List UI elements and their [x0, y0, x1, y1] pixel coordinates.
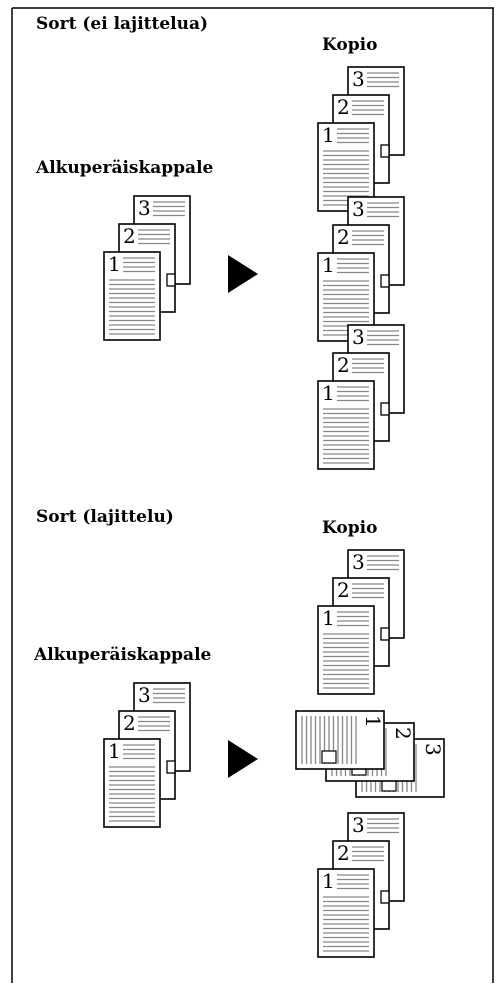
section-2-copy-set-1-page-1: 1 — [317, 605, 375, 695]
section-2-original-stack-page-2-number: 2 — [123, 711, 136, 735]
section-2-original-stack-page-3-number: 3 — [138, 683, 151, 707]
section-2-copy-set-2-page-3-number: 3 — [421, 743, 445, 756]
section-2-original-stack: 321 — [103, 682, 191, 828]
section-2-copy-set-3-page-2-number: 2 — [337, 841, 350, 865]
section-2-copy-label: Kopio — [322, 518, 378, 538]
section-1-copy-set-3-page-1: 1 — [317, 380, 375, 470]
section-1-original-stack-page-1: 1 — [103, 251, 161, 341]
section-2-copy-set-2-page-2-number: 2 — [391, 727, 415, 740]
section-1-copy-set-2-page-2-number: 2 — [337, 225, 350, 249]
section-2-copy-set-2: 321 — [295, 710, 445, 798]
section-1-copy-set-1-page-1-number: 1 — [322, 123, 335, 147]
section-2-original-label: Alkuperäiskappale — [34, 645, 212, 665]
section-2-original-stack-page-1: 1 — [103, 738, 161, 828]
section-2-copy-set-2-page-1-number: 1 — [361, 715, 385, 728]
section-1-original-stack-page-1-number: 1 — [108, 252, 121, 276]
section-1-copy-set-2-page-1: 1 — [317, 252, 375, 342]
section-2-copy-set-3-page-1: 1 — [317, 868, 375, 958]
section-1-copy-set-3: 321 — [317, 324, 405, 470]
section-2-copy-set-1-page-3-number: 3 — [352, 550, 365, 574]
section-1-copy-set-3-page-1-number: 1 — [322, 381, 335, 405]
section-2-copy-set-2-page-1: 1 — [295, 710, 385, 770]
section-1-copy-set-2-page-3-number: 3 — [352, 197, 365, 221]
section-2-copy-set-3-page-1-number: 1 — [322, 869, 335, 893]
section-2-copy-set-1: 321 — [317, 549, 405, 695]
section-2-copy-set-1-page-1-number: 1 — [322, 606, 335, 630]
section-1-original-stack-page-2-number: 2 — [123, 224, 136, 248]
section-1-copy-set-2-page-1-number: 1 — [322, 253, 335, 277]
section-1-original-label: Alkuperäiskappale — [36, 158, 214, 178]
section-1-copy-label: Kopio — [322, 35, 378, 55]
section-1-copy-set-2: 321 — [317, 196, 405, 342]
section-1-title: Sort (ei lajittelua) — [36, 14, 209, 34]
section-2-copy-set-3-page-3-number: 3 — [352, 813, 365, 837]
section-1-copy-set-3-page-2-number: 2 — [337, 353, 350, 377]
section-2-copy-set-1-page-2-number: 2 — [337, 578, 350, 602]
section-2-original-stack-page-1-number: 1 — [108, 739, 121, 763]
section-2-title: Sort (lajittelu) — [36, 507, 174, 527]
section-1-copy-set-1-page-3-number: 3 — [352, 67, 365, 91]
section-2-arrow-icon — [228, 740, 258, 778]
section-1-copy-set-3-page-3-number: 3 — [352, 325, 365, 349]
section-1-copy-set-1: 321 — [317, 66, 405, 212]
section-1-copy-set-1-page-1: 1 — [317, 122, 375, 212]
section-1-original-stack-page-3-number: 3 — [138, 196, 151, 220]
section-1-arrow-icon — [228, 255, 258, 293]
section-2-copy-set-3: 321 — [317, 812, 405, 958]
section-1-copy-set-1-page-2-number: 2 — [337, 95, 350, 119]
section-1-original-stack: 321 — [103, 195, 191, 341]
frame-borders — [11, 7, 494, 983]
